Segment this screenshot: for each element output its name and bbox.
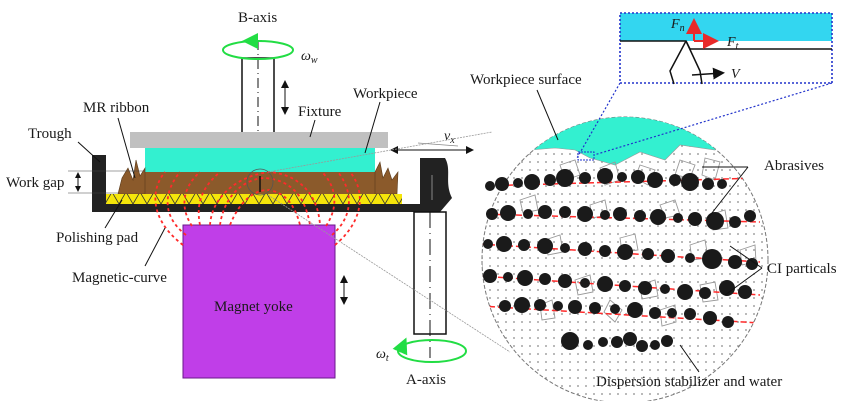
abrasives-label: Abrasives bbox=[764, 158, 824, 174]
a-axis-rotation-arrow-icon bbox=[392, 337, 408, 356]
magnet-yoke-label: Magnet yoke bbox=[214, 299, 293, 315]
magnet-vertical-motion-icon bbox=[340, 275, 348, 305]
workpiece bbox=[145, 148, 375, 172]
work-gap-marker bbox=[68, 170, 145, 194]
vx-motion-arrow bbox=[390, 142, 474, 154]
a-axis-spindle bbox=[413, 211, 447, 358]
omega-t-label: ωt bbox=[376, 347, 389, 364]
ci-particals-label: CI particals bbox=[767, 261, 837, 277]
v-label: V bbox=[731, 67, 741, 82]
trough bbox=[92, 155, 452, 212]
magnified-view bbox=[481, 116, 769, 401]
work-gap-label: Work gap bbox=[6, 175, 64, 191]
fn-label: Fn bbox=[670, 17, 685, 34]
zoom-region-marker bbox=[246, 168, 274, 196]
fixture bbox=[130, 132, 388, 148]
omega-w-label: ωw bbox=[301, 49, 318, 66]
workpiece-surface bbox=[482, 117, 768, 166]
magnet-yoke bbox=[182, 224, 336, 379]
a-axis-label: A-axis bbox=[406, 372, 446, 388]
polishing-pad bbox=[106, 194, 402, 204]
ft-label: Ft bbox=[726, 35, 739, 52]
polishing-pad-label: Polishing pad bbox=[56, 230, 139, 246]
fixture-label: Fixture bbox=[298, 104, 342, 120]
a-axis-rotation-icon bbox=[397, 339, 467, 363]
trough-label: Trough bbox=[28, 126, 72, 142]
dispersion-label: Dispersion stabilizer and water bbox=[596, 374, 782, 390]
mr-ribbon-left bbox=[117, 159, 146, 195]
magnetic-curve-label: Magnetic-curve bbox=[72, 270, 167, 286]
vx-label: vx bbox=[444, 129, 455, 146]
abrasive-grain-icon bbox=[669, 40, 703, 85]
ci-particles bbox=[483, 168, 758, 352]
mr-ribbon-right bbox=[374, 161, 399, 195]
workpiece-surface-label: Workpiece surface bbox=[470, 72, 582, 88]
mr-ribbon-label: MR ribbon bbox=[83, 100, 150, 116]
workpiece-label: Workpiece bbox=[353, 86, 418, 102]
b-axis-spindle bbox=[241, 40, 275, 134]
b-axis-vertical-motion-icon bbox=[281, 80, 289, 115]
b-axis-label: B-axis bbox=[238, 10, 277, 26]
force-inset bbox=[619, 12, 833, 85]
